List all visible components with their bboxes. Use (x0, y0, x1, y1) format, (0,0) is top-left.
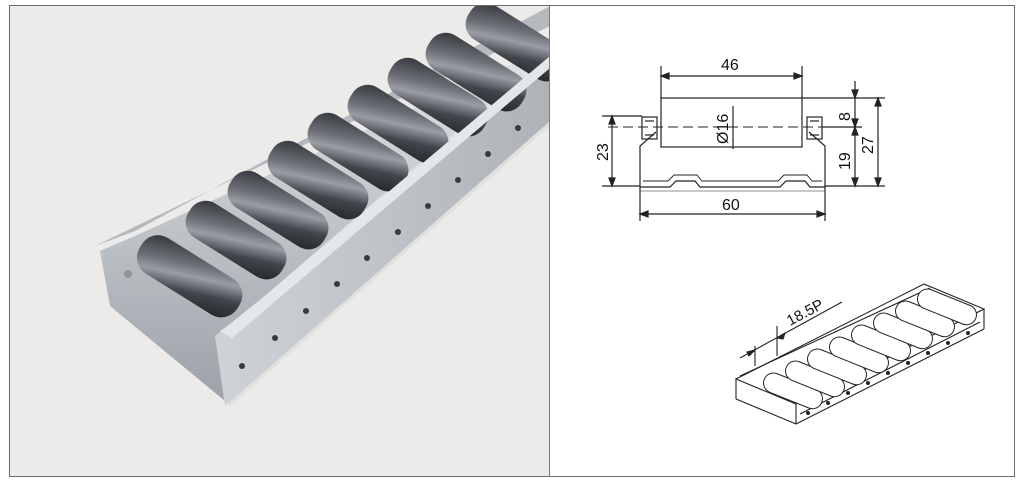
technical-drawings: 46 Ø16 23 60 8 19 27 (550, 6, 1014, 476)
pitch-label: 18.5P (784, 296, 827, 329)
rail-holes (239, 125, 521, 369)
dim-axle-height: 19 (837, 152, 854, 170)
panel-divider (549, 6, 550, 476)
product-photo (10, 6, 549, 476)
roller-track-photo (95, 6, 549, 406)
dim-overall-width: 60 (722, 197, 740, 214)
dim-roller-length: 46 (721, 57, 739, 74)
dim-top-offset: 8 (837, 112, 854, 121)
figure-frame: 46 Ø16 23 60 8 19 27 (9, 5, 1015, 477)
isometric-drawing (734, 283, 986, 425)
dim-side-height: 23 (595, 143, 612, 161)
cross-section-drawing: 46 Ø16 23 60 8 19 27 (595, 57, 986, 425)
dim-total-height: 27 (860, 136, 877, 154)
rollers (136, 6, 549, 318)
dim-roller-diameter: Ø16 (715, 114, 732, 144)
